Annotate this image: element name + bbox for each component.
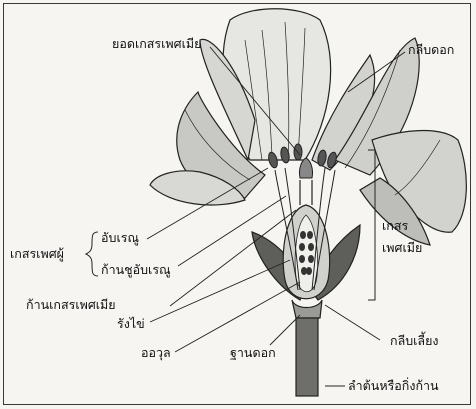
stem: [296, 318, 318, 396]
label-stamen-group: เกสรเพศผู้: [10, 246, 64, 262]
label-stem: ลำต้นหรือกิ่งก้าน: [348, 378, 439, 394]
label-ovule: ออวุล: [141, 345, 171, 361]
label-stigma: ยอดเกสรเพศเมีย: [112, 36, 201, 52]
style: [300, 180, 312, 205]
label-receptacle: ฐานดอก: [230, 345, 276, 361]
label-style: ก้านเกสรเพศเมีย: [26, 297, 116, 313]
label-petal: กลีบดอก: [408, 42, 454, 58]
stamen-brace: [86, 232, 98, 276]
label-pistil-line1: เกสร: [382, 218, 408, 234]
label-ovary: รังไข่: [117, 316, 145, 332]
receptacle: [292, 300, 322, 318]
label-sepal: กลีบเลี้ยง: [390, 333, 439, 349]
stigma: [299, 158, 312, 178]
label-filament: ก้านชูอับเรณู: [101, 262, 171, 278]
label-pistil-line2: เพศเมีย: [382, 240, 422, 256]
stem-base: [292, 300, 322, 396]
label-anther: อับเรณู: [101, 230, 139, 246]
